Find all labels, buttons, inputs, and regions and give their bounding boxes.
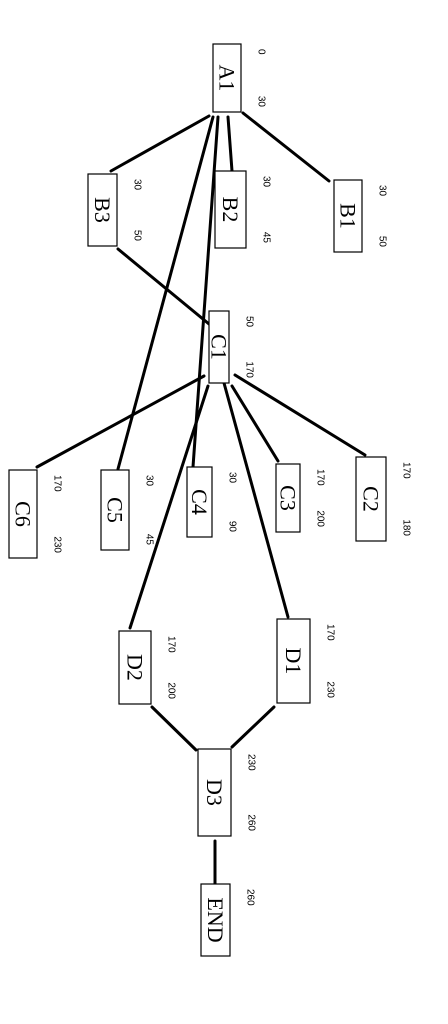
node-d2-start-time: 170 <box>166 636 177 653</box>
node-c3-box <box>275 463 301 533</box>
node-layer: A1030B13050B23045B33050C150170C2170180C3… <box>8 43 412 957</box>
node-b1: B1 30 50 <box>333 179 388 253</box>
node-a1: A1 0 30 <box>212 43 267 113</box>
node-c4-box <box>186 466 213 538</box>
node-c2-label: C2 <box>359 486 384 512</box>
node-c1-box <box>208 310 230 384</box>
node-d1-label: D1 <box>281 648 306 675</box>
node-c4: C4 30 90 <box>186 466 238 538</box>
node-c6-start-time: 170 <box>52 475 63 492</box>
node-c5-box <box>100 469 130 551</box>
node-end: END 260 <box>200 883 256 957</box>
node-c3: C3 170 200 <box>275 463 326 533</box>
node-c1: C1 50 170 <box>207 310 255 384</box>
node-c6-box <box>8 469 38 559</box>
node-a1-end-time: 30 <box>256 96 267 108</box>
node-d3-end-time: 260 <box>246 814 257 831</box>
node-d3-label: D3 <box>202 779 227 806</box>
node-d1-box <box>276 618 311 704</box>
edge-d1-d3 <box>230 705 276 749</box>
node-c5: C5 30 45 <box>100 469 155 551</box>
node-b2-end-time: 45 <box>261 232 272 244</box>
node-b3-end-time: 50 <box>132 230 143 242</box>
node-c3-label: C3 <box>276 485 301 511</box>
node-c2: C2 170 180 <box>355 456 412 542</box>
node-c4-start-time: 30 <box>227 472 238 484</box>
node-c2-box <box>355 456 387 542</box>
node-b1-box <box>333 179 363 253</box>
node-b3-start-time: 30 <box>132 179 143 191</box>
node-b2: B2 30 45 <box>214 170 272 249</box>
node-c5-label: C5 <box>103 497 128 523</box>
node-a1-label: A1 <box>215 65 240 92</box>
node-b3: B3 30 50 <box>87 173 143 247</box>
edge-c1-d2 <box>128 384 210 630</box>
edge-a1-b2 <box>226 115 234 173</box>
node-c1-end-time: 170 <box>244 361 255 378</box>
node-d2-label: D2 <box>123 654 148 681</box>
node-c4-end-time: 90 <box>227 521 238 533</box>
node-b3-label: B3 <box>90 197 115 223</box>
node-c3-end-time: 200 <box>315 510 326 527</box>
node-c5-end-time: 45 <box>144 534 155 546</box>
node-c6-end-time: 230 <box>52 536 63 553</box>
node-b3-box <box>87 173 118 247</box>
edge-b3-c1 <box>116 247 211 326</box>
node-end-box <box>200 883 231 957</box>
edge-c1-c2 <box>233 373 367 457</box>
edge-a1-b3 <box>109 114 211 173</box>
node-b2-start-time: 30 <box>261 176 272 188</box>
node-c2-end-time: 180 <box>401 519 412 536</box>
node-b1-end-time: 50 <box>377 236 388 248</box>
edge-c1-c6 <box>35 374 206 469</box>
node-end-label: END <box>203 897 228 942</box>
node-c6-label: C6 <box>11 501 36 527</box>
edge-layer <box>35 111 367 886</box>
node-b1-label: B1 <box>336 203 361 229</box>
node-b2-label: B2 <box>218 197 243 223</box>
node-c6: C6 170 230 <box>8 469 63 559</box>
node-d1: D1 170 230 <box>276 618 336 704</box>
node-c1-start-time: 50 <box>244 316 255 328</box>
node-b2-box <box>214 170 247 249</box>
node-a1-box <box>212 43 242 113</box>
node-c1-label: C1 <box>207 334 232 360</box>
node-a1-start-time: 0 <box>256 49 267 55</box>
node-d3-start-time: 230 <box>246 754 257 771</box>
node-d2-end-time: 200 <box>166 682 177 699</box>
edge-d2-d3 <box>150 705 198 752</box>
node-d2: D2 170 200 <box>118 630 177 705</box>
edge-c1-d1 <box>222 381 290 619</box>
edge-a1-b1 <box>241 111 331 183</box>
node-d2-box <box>118 630 152 705</box>
node-end-start-time: 260 <box>245 889 256 906</box>
node-c4-label: C4 <box>187 489 212 515</box>
edge-a1-c5 <box>116 115 215 471</box>
node-c3-start-time: 170 <box>315 469 326 486</box>
node-d3-box <box>197 748 232 837</box>
node-b1-start-time: 30 <box>377 185 388 197</box>
node-d1-start-time: 170 <box>325 624 336 641</box>
node-c5-start-time: 30 <box>144 475 155 487</box>
edge-a1-c4 <box>191 115 220 469</box>
node-d3: D3 230 260 <box>197 748 257 837</box>
edge-c1-c3 <box>230 384 280 463</box>
node-d1-end-time: 230 <box>325 681 336 698</box>
node-c2-start-time: 170 <box>401 462 412 479</box>
